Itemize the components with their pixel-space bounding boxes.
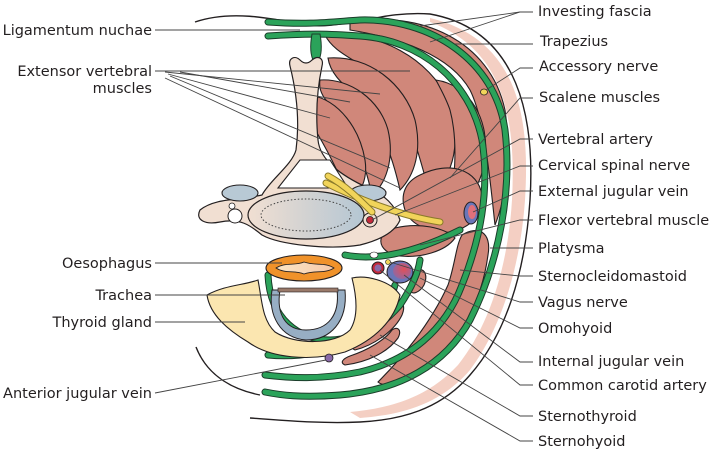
label-flexor-vertebral-muscle: Flexor vertebral muscle (538, 213, 709, 229)
label-external-jugular-vein: External jugular vein (538, 184, 689, 200)
label-ligamentum-nuchae: Ligamentum nuchae (3, 23, 152, 39)
label-omohyoid: Omohyoid (538, 321, 612, 337)
cervical-vertebra (198, 56, 401, 248)
label-extensor-vertebral-muscles-line1: Extensor vertebral (17, 64, 152, 80)
label-scalene-muscles: Scalene muscles (539, 90, 660, 106)
label-oesophagus: Oesophagus (62, 256, 152, 272)
label-common-carotid-artery: Common carotid artery (538, 378, 707, 394)
label-vagus-nerve: Vagus nerve (538, 295, 628, 311)
label-trapezius: Trapezius (539, 34, 608, 50)
label-internal-jugular-vein: Internal jugular vein (538, 354, 684, 370)
leader-lines-right (369, 11, 533, 442)
vertebral-body (247, 190, 365, 240)
label-vertebral-artery: Vertebral artery (538, 132, 653, 148)
label-sternocleidomastoid: Sternocleidomastoid (538, 269, 687, 285)
anterior-jugular-vein-shape (324, 353, 334, 363)
thyroid-gland-shape (206, 276, 401, 359)
label-thyroid-gland: Thyroid gland (52, 315, 153, 331)
intervertebral-disc-outline (260, 198, 352, 232)
label-investing-fascia: Investing fascia (538, 4, 652, 20)
labels-left: Ligamentum nuchae Extensor vertebral mus… (3, 23, 152, 402)
label-platysma: Platysma (538, 241, 605, 257)
accessory-nerve-shape (480, 88, 488, 96)
leader-lines-left (154, 29, 410, 394)
label-sternohyoid: Sternohyoid (538, 434, 625, 450)
transverse-foramen-left (227, 208, 243, 224)
vertebral-artery-shape (366, 216, 374, 224)
vagus-nerve-shape (385, 259, 391, 265)
label-extensor-vertebral-muscles-line2: muscles (93, 81, 152, 97)
labels-right: Investing fascia Trapezius Accessory ner… (538, 4, 709, 450)
label-anterior-jugular-vein: Anterior jugular vein (3, 386, 152, 402)
trachea-shape (270, 287, 346, 341)
label-cervical-spinal-nerve: Cervical spinal nerve (538, 158, 690, 174)
flexor-vertebral-muscle (380, 225, 456, 257)
articular-facet-left (221, 184, 259, 202)
oesophagus-shape (265, 254, 343, 282)
label-sternothyroid: Sternothyroid (538, 409, 637, 425)
label-accessory-nerve: Accessory nerve (539, 59, 658, 75)
label-trachea: Trachea (94, 288, 152, 304)
cervical-spinal-nerve-shape (322, 172, 444, 226)
